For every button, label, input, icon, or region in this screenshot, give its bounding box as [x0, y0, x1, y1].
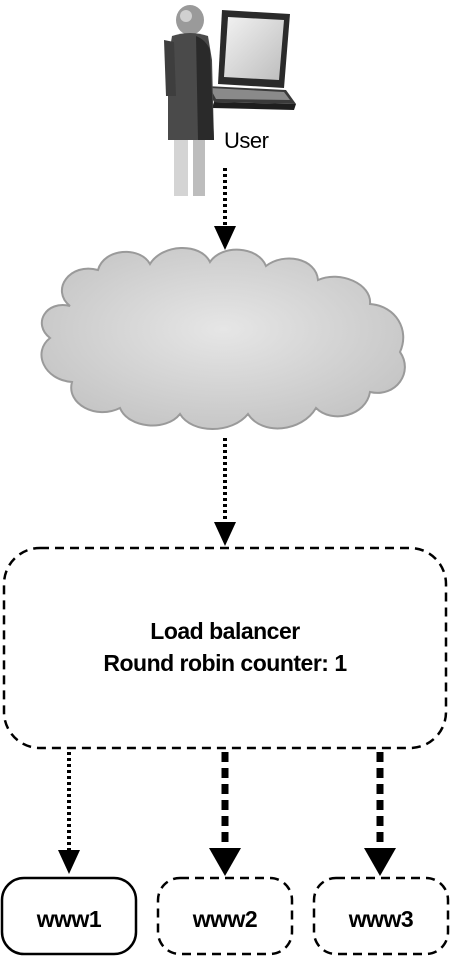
server-label-www2: www2 — [192, 906, 258, 932]
server-label-www3: www3 — [348, 906, 414, 932]
user-label: User — [224, 128, 269, 153]
laptop-icon — [206, 10, 296, 110]
user-with-laptop-icon — [164, 5, 296, 196]
person-icon — [164, 5, 214, 196]
server-label-www1: www1 — [36, 906, 102, 932]
server-box-www3 — [312, 876, 450, 956]
arrow-load-balancer-to-www1 — [58, 752, 80, 874]
server-box-www2 — [156, 876, 294, 956]
arrow-user-to-network — [214, 168, 236, 250]
arrow-load-balancer-to-www2 — [209, 752, 241, 876]
arrow-load-balancer-to-www3 — [364, 752, 396, 876]
round-robin-counter: Round robin counter: 1 — [103, 650, 347, 676]
server-box-www1 — [0, 876, 138, 956]
load-balancer-title: Load balancer — [150, 618, 300, 644]
cloud-icon — [40, 247, 406, 430]
arrow-network-to-load-balancer — [214, 438, 236, 546]
load-balancer-box — [2, 546, 448, 750]
